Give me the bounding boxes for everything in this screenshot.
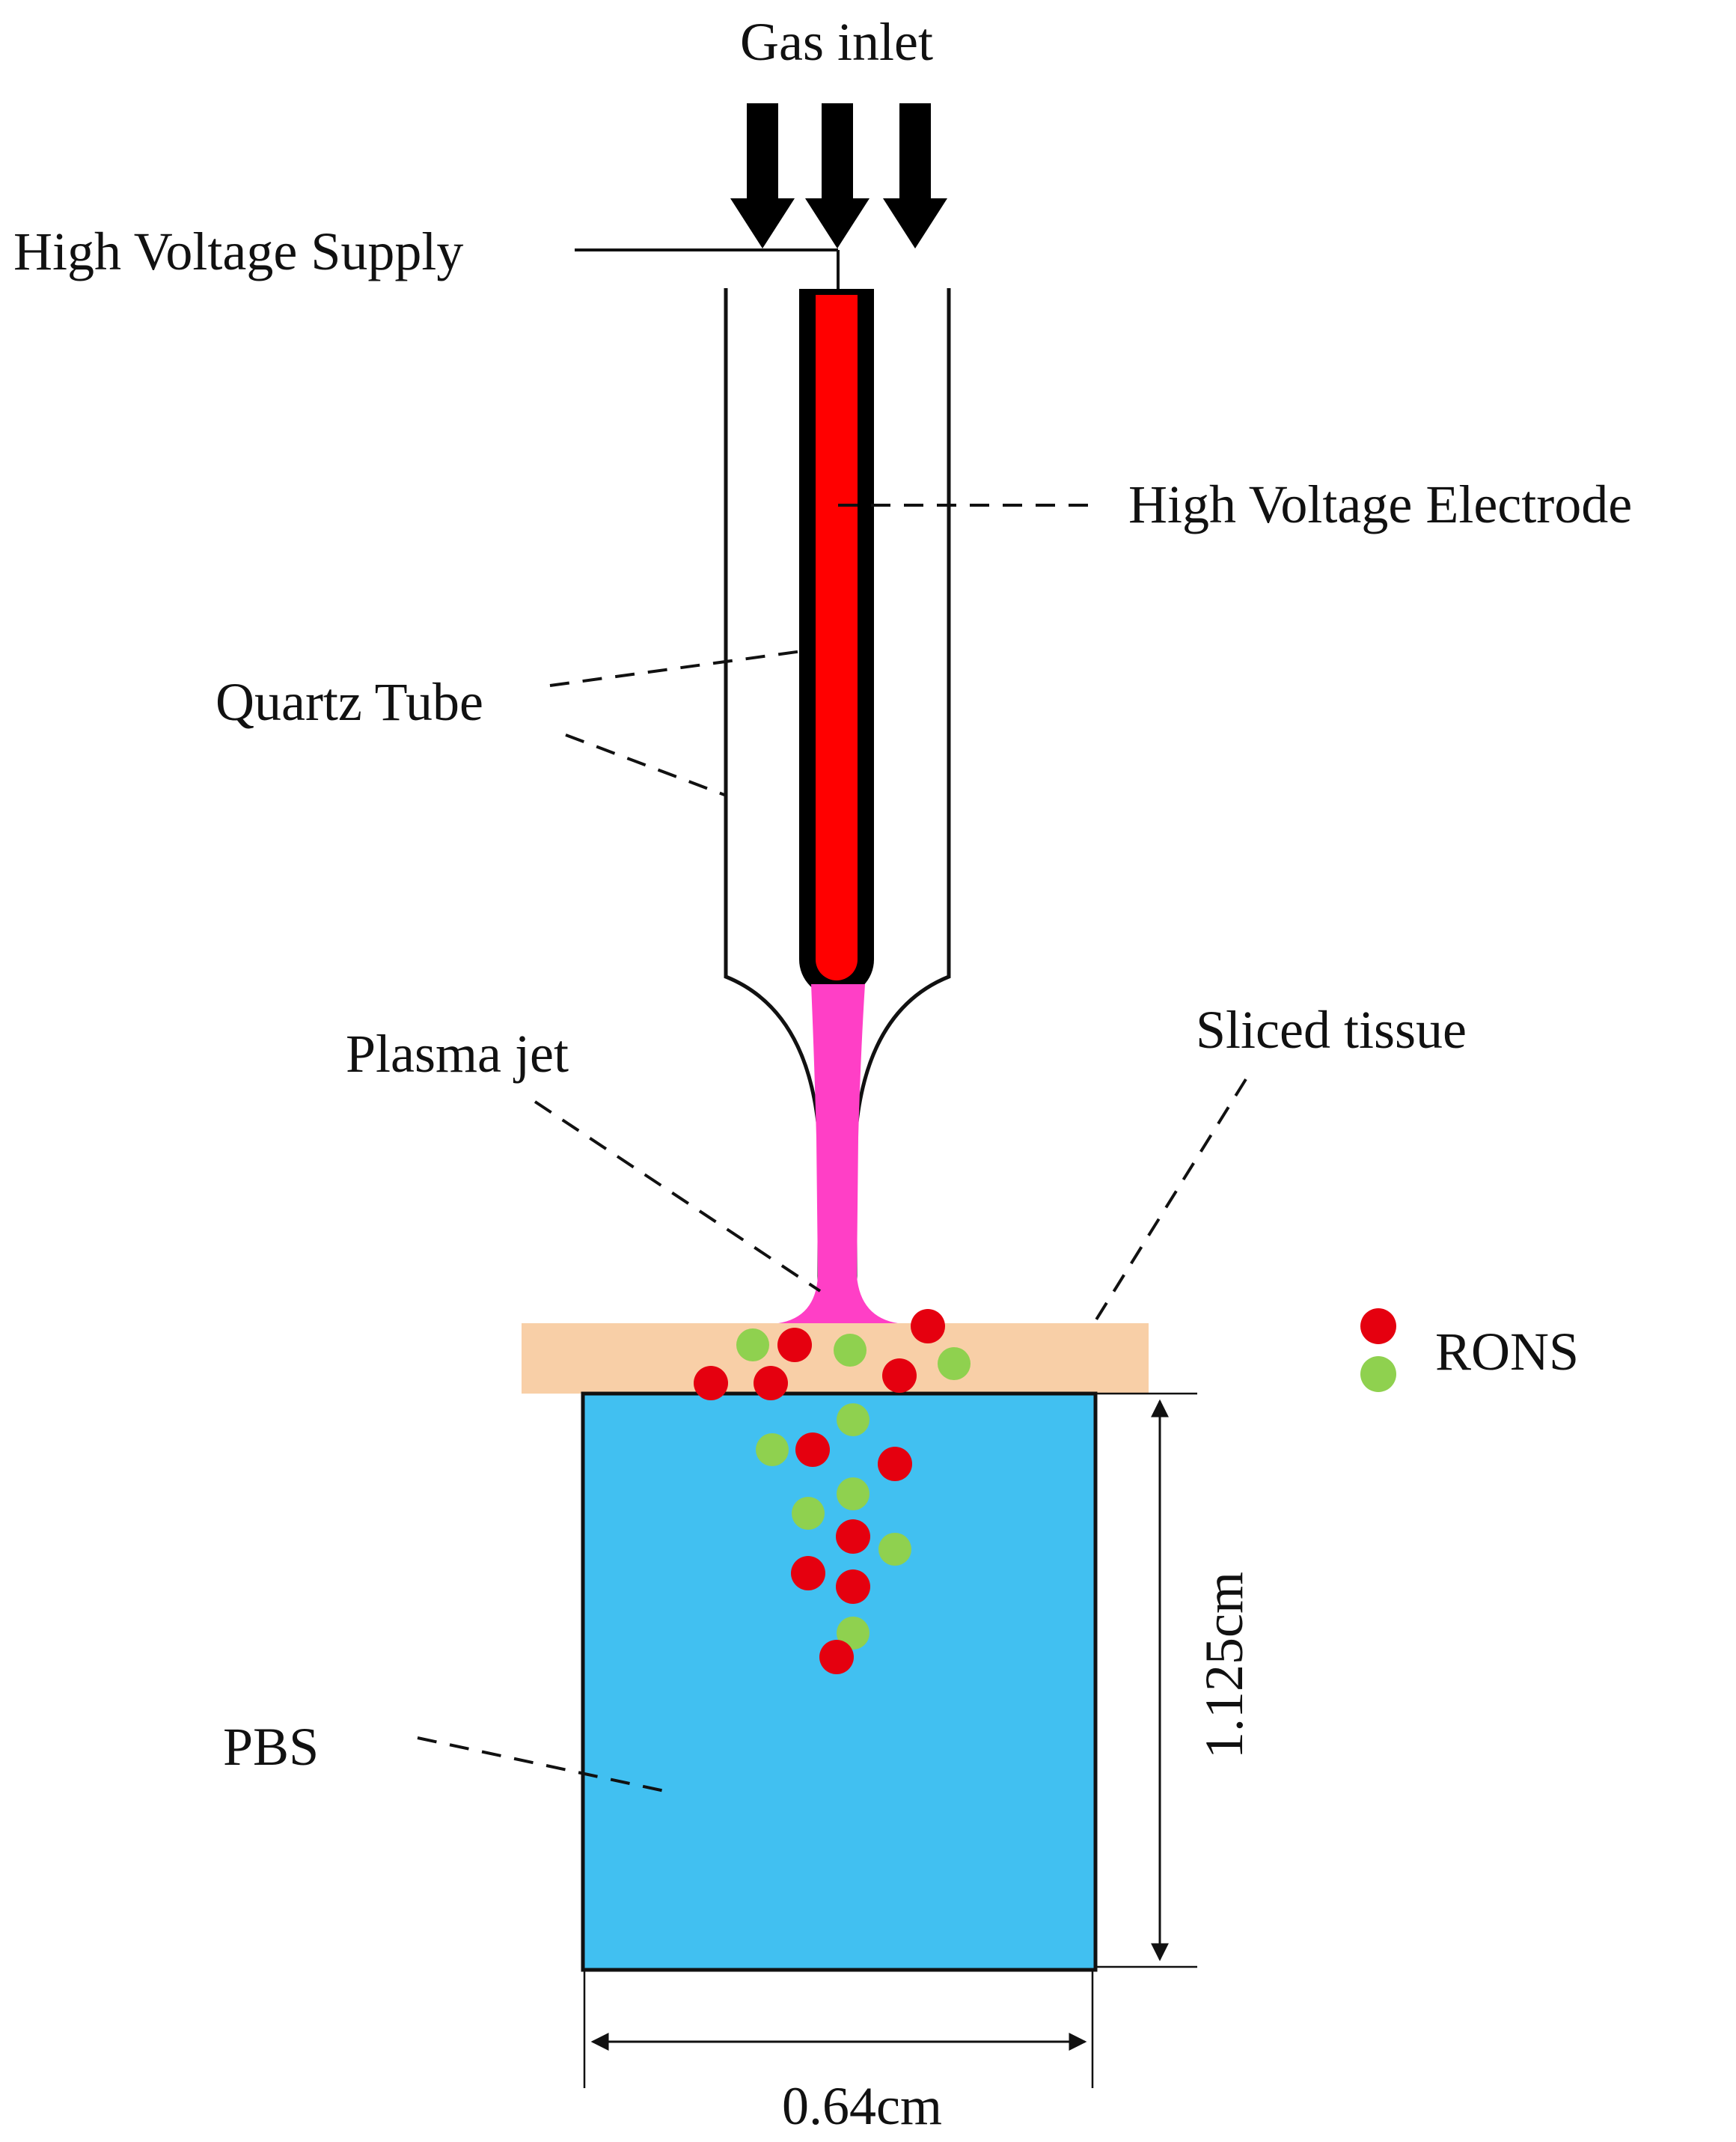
pbs-label: PBS (223, 1717, 319, 1777)
plasma-jet (778, 984, 898, 1323)
rons-particle-red (795, 1432, 830, 1467)
rons-particle-green (736, 1328, 769, 1361)
gas-inlet-label: Gas inlet (740, 12, 933, 72)
rons-particle-red (882, 1358, 917, 1393)
green-dot-icon (1360, 1356, 1396, 1392)
rons-particle-red (911, 1309, 945, 1343)
pbs-container (581, 1391, 1098, 1972)
rons-particle-green (837, 1617, 869, 1650)
sliced-tissue (522, 1323, 1149, 1394)
plasma-jet-leader (534, 1100, 822, 1293)
rons-particle-green (938, 1347, 971, 1380)
high-voltage-electrode-label: High Voltage Electrode (1128, 475, 1632, 534)
sliced-tissue-leader (1092, 1078, 1247, 1325)
rons-particle-green (834, 1334, 867, 1367)
rons-particle-green (837, 1403, 869, 1436)
rons-particle-red (836, 1519, 870, 1554)
rons-legend-label: RONS (1435, 1322, 1579, 1382)
rons-particle-green (792, 1497, 825, 1530)
gas-inlet-arrow-left (730, 103, 795, 248)
quartz-tube-label: Quartz Tube (216, 672, 483, 732)
high-voltage-electrode-top (816, 295, 858, 325)
rons-particle-green (878, 1533, 911, 1566)
plasma-jet-label: Plasma jet (346, 1024, 569, 1084)
rons-particle-red (694, 1366, 728, 1400)
rons-particle-red (819, 1640, 854, 1674)
red-dot-icon (1360, 1308, 1396, 1344)
height-dimension-label: 1.125cm (1194, 1572, 1254, 1759)
rons-particle-red (754, 1366, 788, 1400)
width-dimension-label: 0.64cm (782, 2076, 942, 2136)
gas-inlet-arrow-center (805, 103, 869, 248)
pbs-leader (417, 1736, 676, 1795)
rons-particles (694, 1309, 971, 1674)
rons-particle-green (837, 1477, 869, 1510)
gas-inlet-arrow-right (883, 103, 947, 248)
rons-particle-red (777, 1328, 812, 1362)
rons-particle-red (791, 1556, 825, 1590)
rons-legend: RONS (1360, 1308, 1579, 1392)
high-voltage-supply-label: High Voltage Supply (13, 222, 463, 281)
gas-inlet-arrows (730, 103, 947, 248)
quartz-tube-leader-inner (549, 650, 803, 687)
rons-particle-red (836, 1569, 870, 1604)
quartz-tube-leader-outer (565, 733, 725, 796)
rons-particle-red (878, 1447, 912, 1481)
sliced-tissue-label: Sliced tissue (1196, 1000, 1467, 1060)
rons-particle-green (756, 1433, 789, 1466)
high-voltage-electrode (816, 295, 858, 980)
